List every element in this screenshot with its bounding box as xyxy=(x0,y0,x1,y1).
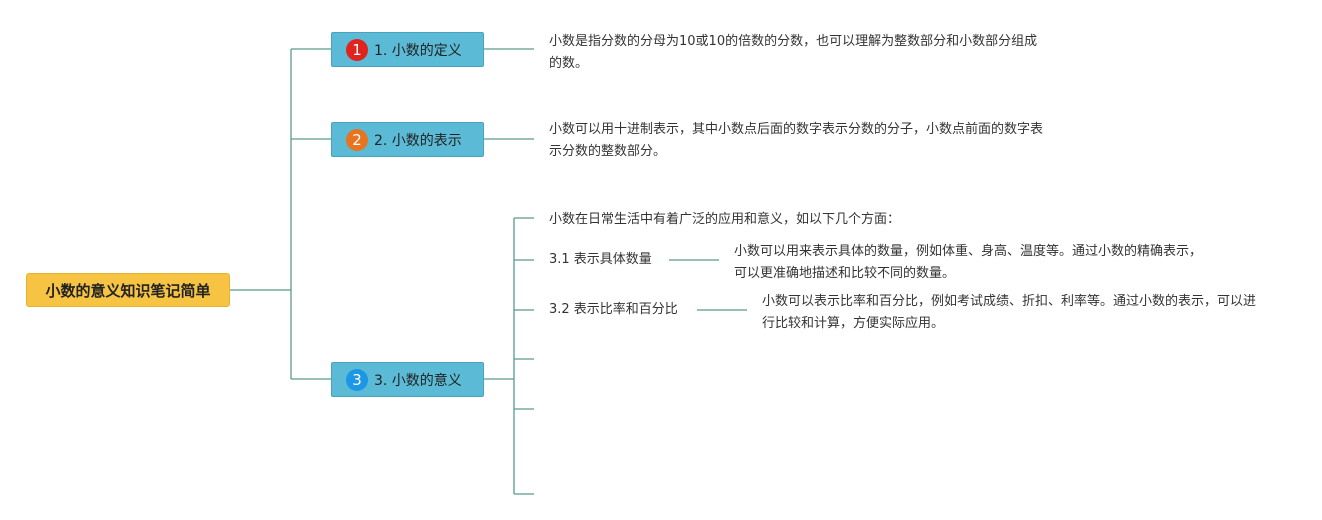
topic-meaning[interactable]: 3 3. 小数的意义 xyxy=(331,362,484,397)
topic-label: 1. 小数的定义 xyxy=(374,42,462,59)
topic-definition[interactable]: 1 1. 小数的定义 xyxy=(331,32,484,67)
priority-3-icon: 3 xyxy=(346,368,368,391)
note-meaning-intro: 小数在日常生活中有着广泛的应用和意义，如以下几个方面： xyxy=(549,212,901,227)
note-ratio: 小数可以表示比率和百分比，例如考试成绩、折扣、利率等。通过小数的表示，可以进行比… xyxy=(762,294,1257,331)
topic-label: 2. 小数的表示 xyxy=(374,132,462,149)
root-topic-label: 小数的意义知识笔记简单 xyxy=(45,281,211,300)
subtopic-ratio[interactable]: 3.2 表示比率和百分比 xyxy=(549,302,678,317)
topic-representation[interactable]: 2 2. 小数的表示 xyxy=(331,122,484,157)
note-quantity: 小数可以用来表示具体的数量，例如体重、身高、温度等。通过小数的精确表示，可以更准… xyxy=(734,244,1203,281)
note-representation: 小数可以用十进制表示，其中小数点后面的数字表示分数的分子，小数点前面的数字表示分… xyxy=(549,122,1044,159)
subtopic-quantity[interactable]: 3.1 表示具体数量 xyxy=(549,252,652,267)
priority-2-icon: 2 xyxy=(346,128,368,151)
note-definition: 小数是指分数的分母为10或10的倍数的分数，也可以理解为整数部分和小数部分组成的… xyxy=(549,34,1038,71)
priority-1-icon: 1 xyxy=(346,38,368,61)
root-topic[interactable]: 小数的意义知识笔记简单 xyxy=(26,273,230,307)
topic-label: 3. 小数的意义 xyxy=(374,372,462,389)
